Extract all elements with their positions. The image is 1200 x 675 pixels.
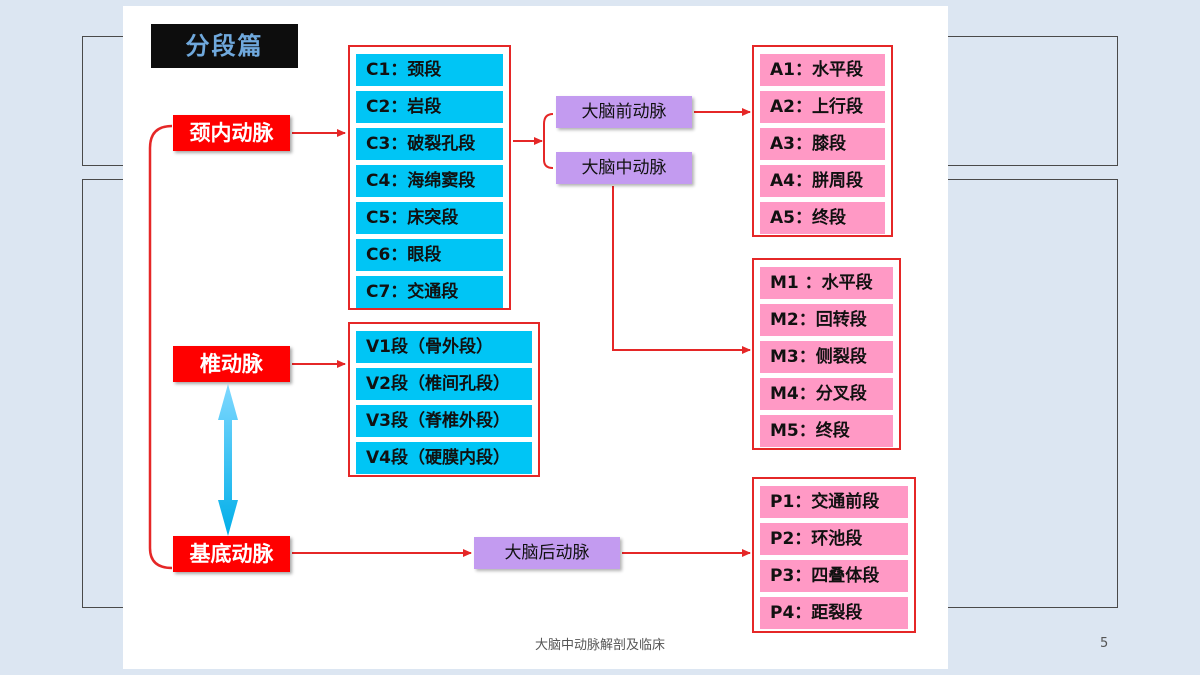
a-segment-item: A2：上行段 (760, 91, 885, 123)
a-segment-item: A4：胼周段 (760, 165, 885, 197)
c-segment-item: C1：颈段 (356, 54, 503, 86)
m-segment-item: M1 ：水平段 (760, 267, 893, 299)
left-bracket (148, 124, 173, 570)
p-segment-item: P3：四叠体段 (760, 560, 908, 592)
c-segment-item: C5：床突段 (356, 202, 503, 234)
m-segment-item: M5：终段 (760, 415, 893, 447)
branch-pca: 大脑后动脉 (474, 537, 620, 569)
c-segment-item: C4：海绵窦段 (356, 165, 503, 197)
v-segment-item: V2段（椎间孔段） (356, 368, 532, 400)
double-arrow (218, 384, 238, 536)
v-segment-box: V1段（骨外段） V2段（椎间孔段） V3段（脊椎外段） V4段（硬膜内段） (348, 322, 540, 477)
root-ica: 颈内动脉 (173, 115, 290, 151)
p-segment-item: P1：交通前段 (760, 486, 908, 518)
m-segment-item: M3：侧裂段 (760, 341, 893, 373)
m-segment-box: M1 ：水平段 M2：回转段 M3：侧裂段 M4：分叉段 M5：终段 (752, 258, 901, 450)
a-segment-box: A1：水平段 A2：上行段 A3：膝段 A4：胼周段 A5：终段 (752, 45, 893, 237)
c-segment-item: C6：眼段 (356, 239, 503, 271)
page-number: 5 (1100, 636, 1109, 651)
a-segment-item: A5：终段 (760, 202, 885, 234)
branch-aca: 大脑前动脉 (556, 96, 692, 128)
m-segment-item: M2：回转段 (760, 304, 893, 336)
root-va: 椎动脉 (173, 346, 290, 382)
c-segment-item: C2：岩段 (356, 91, 503, 123)
v-segment-item: V3段（脊椎外段） (356, 405, 532, 437)
slide-footer: 大脑中动脉解剖及临床 (534, 638, 665, 653)
p-segment-box: P1：交通前段 P2：环池段 P3：四叠体段 P4：距裂段 (752, 477, 916, 633)
c-segment-box: C1：颈段 C2：岩段 C3：破裂孔段 C4：海绵窦段 C5：床突段 C6：眼段… (348, 45, 511, 310)
p-segment-item: P2：环池段 (760, 523, 908, 555)
p-segment-item: P4：距裂段 (760, 597, 908, 629)
section-title: 分段篇 (151, 24, 298, 68)
a-segment-item: A3：膝段 (760, 128, 885, 160)
c-segment-item: C3：破裂孔段 (356, 128, 503, 160)
arrow-mca-m (612, 186, 751, 354)
v-segment-item: V1段（骨外段） (356, 331, 532, 363)
v-segment-item: V4段（硬膜内段） (356, 442, 532, 474)
a-segment-item: A1：水平段 (760, 54, 885, 86)
root-ba: 基底动脉 (173, 536, 290, 572)
branch-bracket (543, 113, 554, 169)
branch-mca: 大脑中动脉 (556, 152, 692, 184)
c-segment-item: C7：交通段 (356, 276, 503, 308)
m-segment-item: M4：分叉段 (760, 378, 893, 410)
